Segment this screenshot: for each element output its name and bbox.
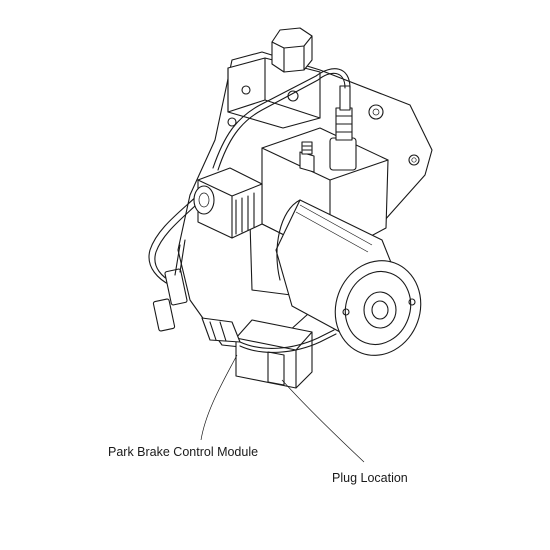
- leader-park-brake: [200, 354, 238, 441]
- callout-leaders: [200, 354, 365, 463]
- label-plug-location: Plug Location: [332, 471, 408, 485]
- module-plug: [201, 317, 337, 353]
- park-brake-control-module: [235, 319, 313, 389]
- leader-plug-location: [281, 379, 365, 463]
- left-plug-connectors: [152, 239, 188, 332]
- label-park-brake-control-module: Park Brake Control Module: [108, 445, 258, 459]
- electric-motor: [275, 199, 422, 356]
- top-hex-nut: [271, 27, 313, 73]
- solenoid-connector: [193, 167, 263, 239]
- pressure-fitting: [299, 141, 315, 173]
